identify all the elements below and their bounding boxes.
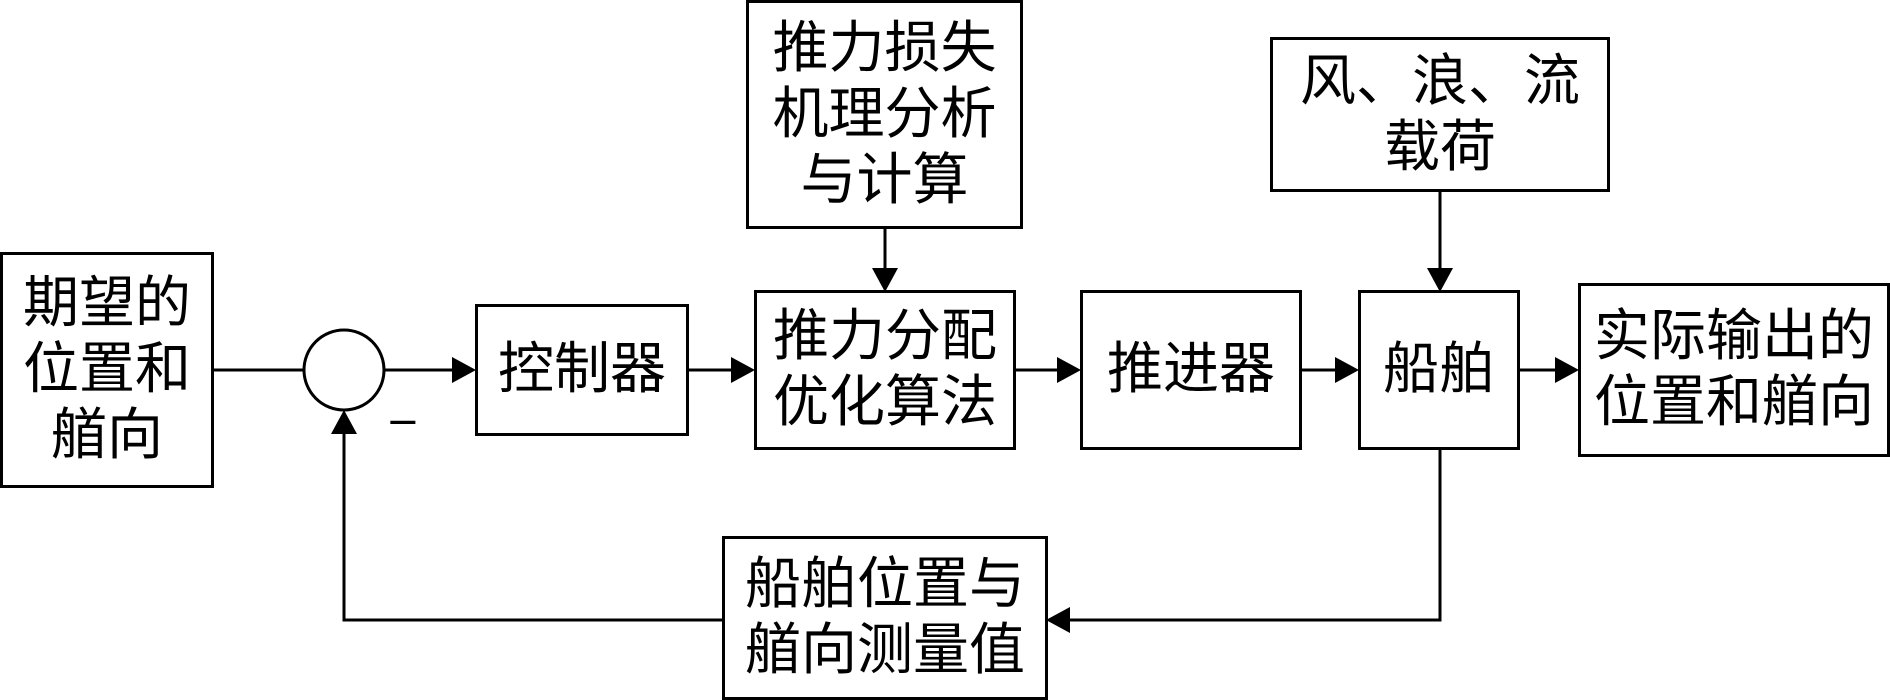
summing-junction — [302, 328, 386, 412]
block-thruster: 推进器 — [1080, 290, 1302, 450]
arrowhead-measurement-input — [1046, 607, 1070, 633]
block-label-line: 优化算法 — [773, 370, 997, 435]
block-label-line: 风、浪、流 — [1300, 48, 1580, 114]
block-label-line: 控制器 — [498, 337, 666, 402]
arrowhead-ship-top — [1427, 268, 1453, 292]
block-environment-loads: 风、浪、流 载荷 — [1270, 37, 1610, 192]
block-actual-output: 实际输出的 位置和艏向 — [1578, 283, 1890, 457]
block-label-line: 船舶位置与 — [745, 552, 1025, 617]
arrowhead-thruster-input — [1057, 357, 1081, 383]
block-label-line: 艏向测量值 — [745, 618, 1025, 683]
block-label-line: 载荷 — [1384, 114, 1496, 180]
block-label-line: 位置和 — [23, 337, 191, 402]
block-label-line: 推进器 — [1107, 337, 1275, 402]
block-measurement: 船舶位置与 艏向测量值 — [722, 536, 1048, 700]
block-label-line: 船舶 — [1383, 337, 1495, 402]
arrowhead-controller-input — [452, 357, 476, 383]
block-label-line: 期望的 — [23, 271, 191, 336]
block-thrust-allocation: 推力分配 优化算法 — [754, 290, 1016, 450]
block-label-line: 推力损失 — [772, 15, 997, 81]
arrowhead-allocation-top — [872, 268, 898, 292]
arrowhead-allocation-input — [731, 357, 755, 383]
block-desired-position-heading: 期望的 位置和 艏向 — [0, 252, 214, 488]
block-controller: 控制器 — [475, 304, 689, 436]
block-ship: 船舶 — [1358, 290, 1520, 450]
arrowhead-ship-input — [1335, 357, 1359, 383]
block-label-line: 位置和艏向 — [1594, 370, 1874, 435]
block-label-line: 实际输出的 — [1594, 304, 1874, 369]
feedback-minus-sign: − — [386, 399, 420, 445]
block-label-line: 机理分析 — [772, 81, 997, 147]
block-label-line: 艏向 — [51, 403, 163, 468]
arrowhead-junction-bottom — [331, 410, 357, 434]
feedback-line-ship-to-measurement — [1070, 449, 1442, 622]
block-label-line: 推力分配 — [773, 304, 997, 369]
block-thrust-loss-analysis: 推力损失 机理分析 与计算 — [746, 0, 1023, 229]
arrowhead-output-input — [1555, 357, 1579, 383]
feedback-line-measurement-to-junction — [342, 434, 724, 622]
block-label-line: 与计算 — [800, 147, 969, 213]
